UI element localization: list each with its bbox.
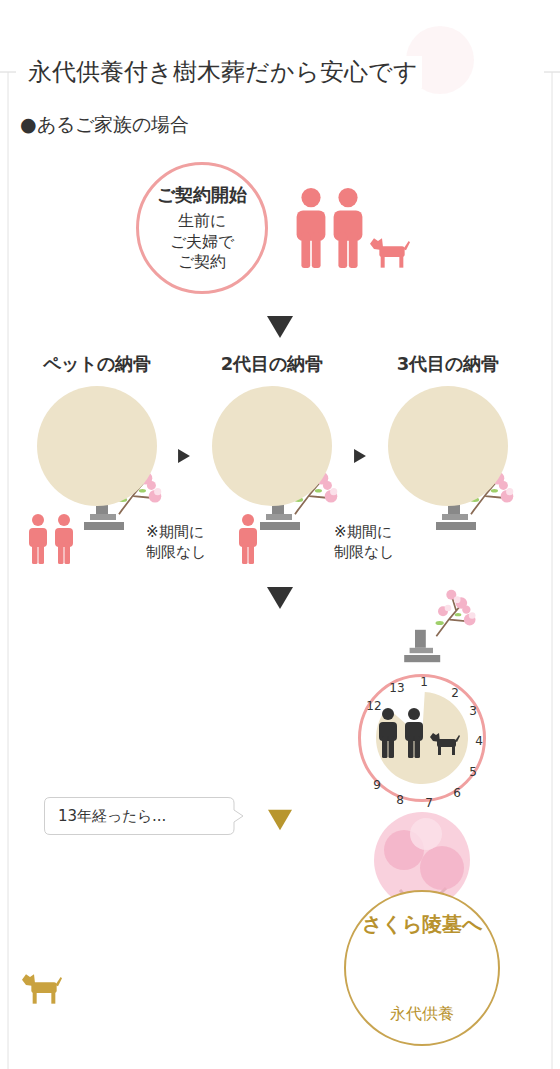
flow-arrow: [268, 770, 368, 912]
arrow-head: [267, 316, 293, 338]
clock-number: 9: [373, 779, 381, 791]
callout-text: 13年経ったら...: [58, 807, 166, 826]
arrow-head: [354, 449, 366, 463]
node-heading: さくら陵墓へ: [362, 911, 482, 938]
clock-number: 8: [396, 794, 404, 806]
end-circle: さくら陵墓へ永代供養: [344, 890, 500, 1046]
stage-circle: ペットの納骨: [37, 386, 157, 506]
stage-circle: 2代目の納骨: [212, 386, 332, 506]
section-heading: ●あるご家族の場合: [20, 112, 189, 138]
circle-fill: [212, 386, 332, 506]
stage-heading: 2代目の納骨: [182, 352, 362, 376]
clock-number: 7: [425, 797, 433, 809]
connector-path: [280, 770, 368, 912]
stage-circle: 3代目の納骨: [388, 386, 508, 506]
note: ※期間に 制限なし: [146, 523, 230, 562]
node-heading: ご契約開始: [157, 183, 247, 207]
clock-number: 4: [475, 735, 483, 747]
start-circle: ご契約開始生前に ご夫婦で ご契約: [136, 162, 268, 294]
title: 永代供養付き樹木葬だから安心です: [24, 56, 422, 88]
stage-heading: 3代目の納骨: [358, 352, 538, 376]
arrow-head: [267, 587, 293, 609]
node-body: 生前に ご夫婦で ご契約: [157, 211, 247, 273]
node-body: 永代供養: [390, 1004, 454, 1025]
clock-number: 12: [366, 700, 381, 712]
clock-circle: 1312345678912: [358, 674, 486, 802]
note: ※期間に 制限なし: [334, 523, 418, 562]
clock-number: 6: [453, 787, 461, 799]
clock-number: 5: [469, 766, 477, 778]
flow-arrow: [267, 486, 404, 693]
stage-heading: ペットの納骨: [7, 352, 187, 376]
clock-number: 2: [451, 687, 459, 699]
callout-bubble: 13年経ったら...: [44, 797, 244, 835]
arrow-head: [268, 810, 292, 830]
circle-fill: [388, 386, 508, 506]
connector-path: [280, 486, 404, 693]
clock-number: 1: [420, 676, 428, 688]
circle-fill: [37, 386, 157, 506]
clock-number: 3: [469, 705, 477, 717]
flow-arrow: [157, 449, 213, 463]
clock-number: 13: [389, 682, 404, 694]
flow-arrow: [332, 449, 389, 463]
arrow-head: [178, 449, 190, 463]
